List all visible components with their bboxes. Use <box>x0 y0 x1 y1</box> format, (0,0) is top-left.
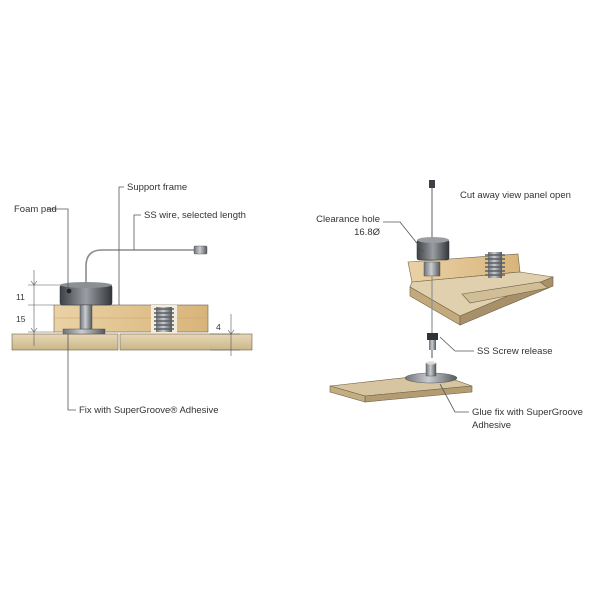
leader-glue-fix <box>439 383 469 413</box>
leader-support-frame <box>118 186 124 305</box>
leader-adhesive <box>67 334 76 411</box>
centre-post <box>79 304 93 330</box>
threaded-stud-cutaway <box>485 252 505 278</box>
dimension-right <box>210 314 240 356</box>
label-clearance-hole-size: 16.8Ø <box>354 227 380 238</box>
leader-foam-pad <box>47 208 69 288</box>
leader-clearance-hole <box>383 221 425 253</box>
clearance-hole-sleeve <box>423 261 441 277</box>
label-ss-wire: SS wire, selected length <box>144 210 246 221</box>
label-glue-fix: Glue fix with SuperGroove <box>472 407 583 418</box>
bottom-panel-left <box>11 333 119 351</box>
label-foam-pad: Foam pad <box>14 204 57 215</box>
ss-wire <box>85 249 194 285</box>
label-support-frame: Support frame <box>127 182 187 193</box>
threaded-stud <box>151 305 177 333</box>
leader-ss-wire <box>133 214 141 250</box>
dimension-left <box>28 270 60 346</box>
adhesive-base-plate <box>62 328 106 335</box>
bottom-panel-right <box>119 333 253 351</box>
ss-screw-release <box>427 333 438 358</box>
label-cutaway-title: Cut away view panel open <box>460 190 571 201</box>
right-cutaway-view: Cut away view panel open Clearance hole … <box>316 180 583 431</box>
label-clearance-hole: Clearance hole <box>316 214 380 225</box>
top-wire-clip <box>429 180 435 188</box>
foam-pad-dot <box>66 288 72 294</box>
dimension-15: 15 <box>16 314 26 324</box>
panel-lip <box>461 281 549 304</box>
dimension-4: 4 <box>216 322 221 332</box>
glue-fix-stem <box>425 362 437 377</box>
label-ss-screw-release: SS Screw release <box>477 346 553 357</box>
leader-screw-release <box>439 336 474 352</box>
base-panel-front <box>329 385 366 403</box>
label-glue-fix-adhesive: Adhesive <box>472 420 511 431</box>
support-frame <box>53 304 209 333</box>
label-fix-adhesive: Fix with SuperGroove® Adhesive <box>79 405 219 416</box>
left-side-view: 11 15 4 Support frame Foam pad SS wire, … <box>11 182 253 416</box>
wire-end-ferrule <box>193 245 208 255</box>
dimension-11: 11 <box>16 292 25 302</box>
